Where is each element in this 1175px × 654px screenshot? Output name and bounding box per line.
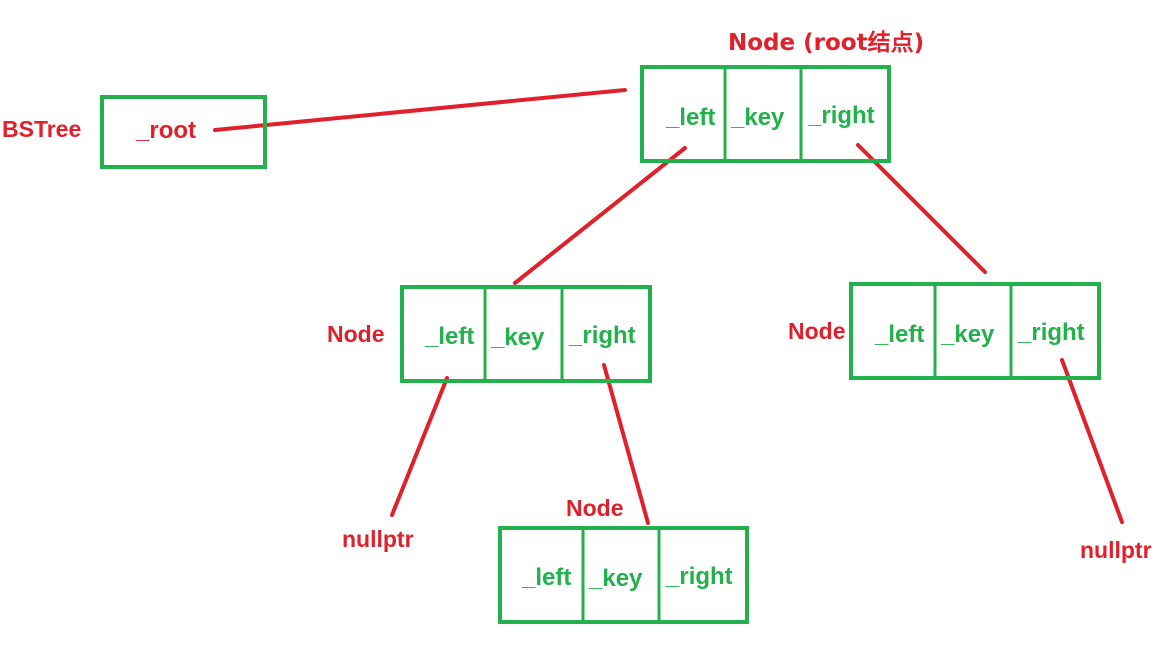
right-node-label: Node [788, 318, 846, 344]
bottom-node-left-field: _left [521, 564, 571, 591]
right-node: _left _key _right [849, 282, 1101, 380]
nullptr-left-label: nullptr [342, 526, 414, 552]
root-node-left-field: _left [665, 104, 715, 131]
bstree-root-field: _root [135, 117, 196, 144]
bottom-node-key-field: _key [588, 565, 643, 592]
left-node-key-field: _key [490, 324, 545, 351]
edge-root-left-child [513, 146, 687, 285]
root-node-frame [640, 65, 891, 163]
root-node-key-field: _key [730, 104, 785, 131]
right-node-right-field: _right [1017, 319, 1085, 346]
root-node-label: Node (root结点) [728, 30, 924, 56]
bstree-box: _root [100, 95, 267, 169]
edge-right-right-nullptr [1060, 358, 1124, 524]
root-node: _left _key _right [640, 65, 891, 163]
bstree-box-frame [100, 95, 267, 169]
left-node-left-field: _left [424, 323, 474, 350]
bottom-node-frame [498, 526, 749, 624]
edge-root-pointer [213, 88, 627, 132]
left-node-label: Node [327, 321, 385, 347]
left-node-right-field: _right [568, 322, 636, 349]
left-node-frame [400, 285, 652, 383]
bottom-node: _left _key _right [498, 526, 749, 624]
root-node-right-field: _right [807, 102, 875, 129]
edge-left-right-child [602, 363, 650, 525]
bstree-label: BSTree [2, 116, 81, 142]
bottom-node-label: Node [566, 495, 624, 521]
right-node-key-field: _key [940, 321, 995, 348]
nullptr-right-label: nullptr [1080, 537, 1152, 563]
left-node: _left _key _right [400, 285, 652, 383]
right-node-left-field: _left [874, 321, 924, 348]
edge-left-left-nullptr [390, 376, 449, 517]
bottom-node-right-field: _right [665, 563, 733, 590]
edge-root-right-child [856, 143, 987, 274]
right-node-frame [849, 282, 1101, 380]
